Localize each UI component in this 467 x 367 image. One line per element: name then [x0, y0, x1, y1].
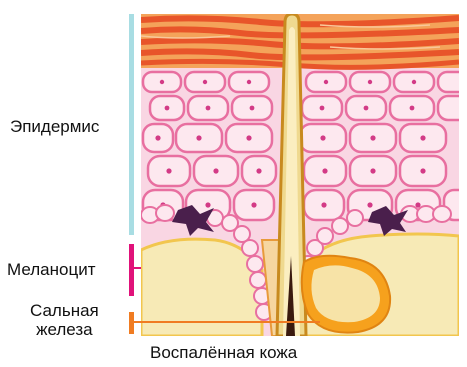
label-sebaceous-gland: Сальная железа	[30, 301, 99, 339]
label-melanocyte: Меланоцит	[7, 261, 95, 279]
label-epidermis: Эпидермис	[10, 118, 99, 136]
label-sebaceous-gland-line1: Сальная	[30, 301, 99, 320]
diagram-caption: Воспалённая кожа	[150, 344, 297, 362]
epidermis-bracket	[129, 14, 134, 235]
sebaceous-gland-bracket	[129, 312, 134, 334]
melanocyte-bracket	[129, 244, 134, 296]
label-sebaceous-gland-line2: железа	[30, 320, 99, 339]
